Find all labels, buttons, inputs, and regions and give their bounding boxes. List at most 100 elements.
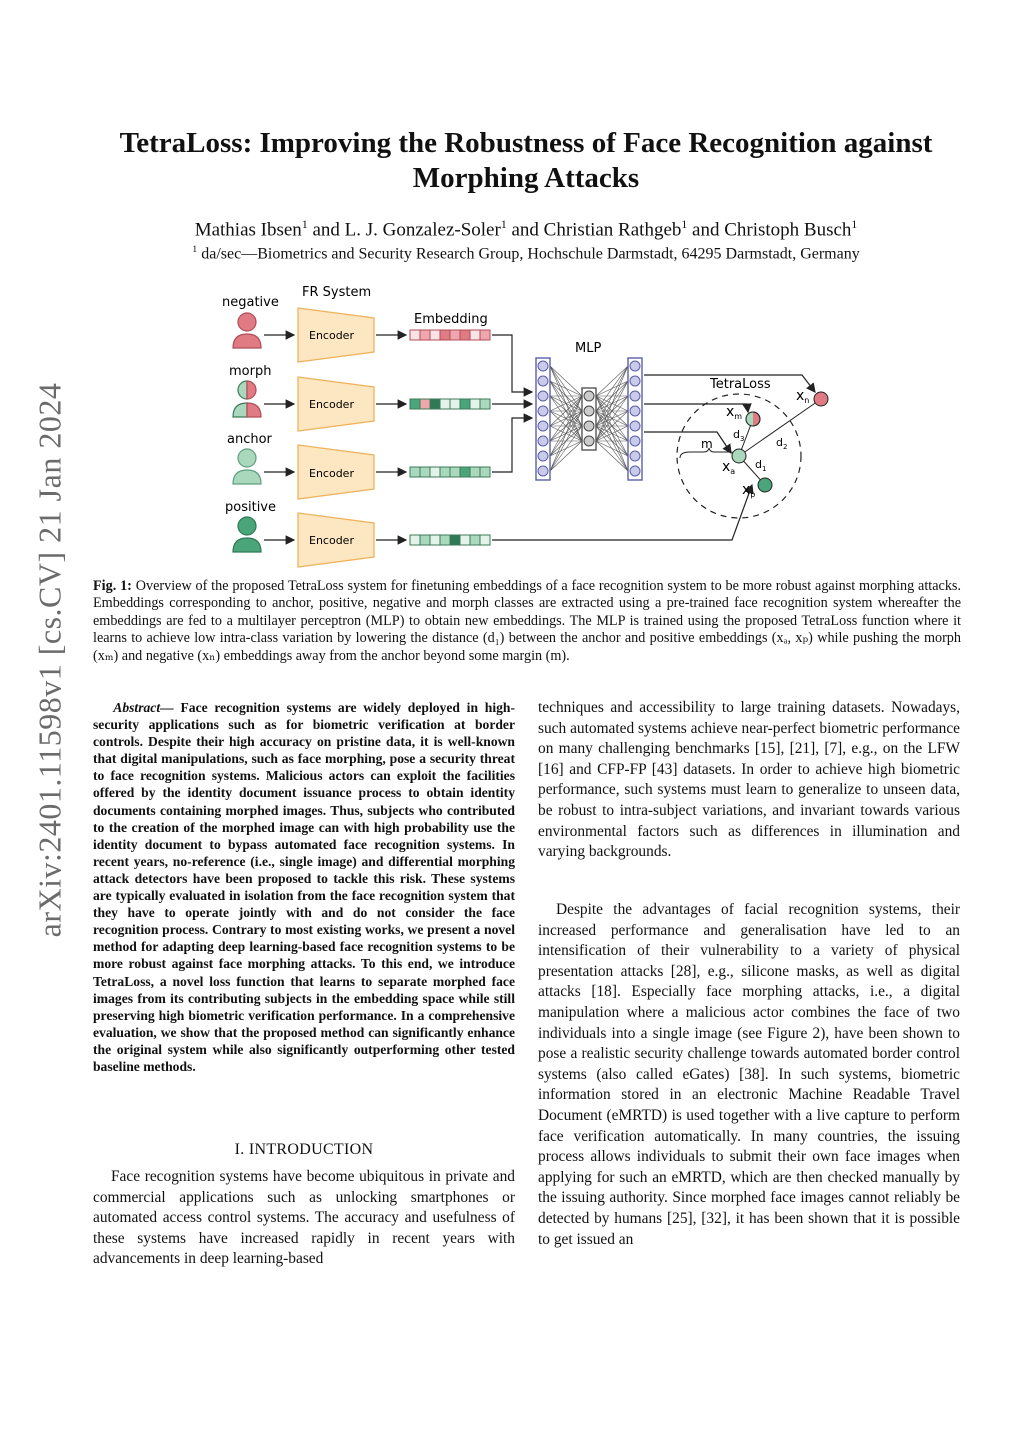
introduction-paragraph-1-continued: techniques and accessibility to large tr… bbox=[538, 699, 960, 861]
embedding-cell bbox=[419, 398, 431, 410]
section-heading-introduction: I. INTRODUCTION bbox=[234, 1141, 374, 1158]
affiliation: 1 da/sec—Biometrics and Security Researc… bbox=[90, 244, 962, 263]
margin-circle bbox=[676, 393, 802, 519]
figure-caption: Fig. 1: Overview of the proposed TetraLo… bbox=[93, 578, 961, 665]
mlp-label: MLP bbox=[575, 341, 601, 356]
embedding-cell bbox=[439, 398, 451, 410]
arxiv-identifier: arXiv:2401.11598v1 [cs.CV] 21 Jan 2024 bbox=[31, 382, 68, 938]
embedding-cell bbox=[449, 398, 461, 410]
mlp-output-node bbox=[629, 405, 641, 417]
mlp-output-node bbox=[629, 435, 641, 447]
mlp-hidden-node bbox=[583, 420, 595, 432]
encoder-anchor bbox=[297, 444, 375, 500]
mlp-output-node bbox=[629, 420, 641, 432]
anchor-label: anchor bbox=[227, 432, 273, 447]
embedding-cell bbox=[479, 466, 491, 478]
embedding-cell bbox=[409, 534, 421, 546]
author-name: Christoph Busch bbox=[724, 219, 852, 241]
negative-label: negative bbox=[222, 295, 279, 310]
embedding-cell bbox=[419, 329, 431, 341]
mlp-output-node bbox=[629, 450, 641, 462]
embedding-cell bbox=[469, 534, 481, 546]
affiliation-mark: 1 bbox=[681, 218, 688, 231]
embedding-label: Embedding bbox=[414, 312, 488, 327]
mlp-input-node bbox=[537, 390, 549, 402]
embedding-morph bbox=[409, 398, 491, 410]
embedding-cell bbox=[479, 534, 491, 546]
embedding-cell bbox=[419, 466, 431, 478]
negative-embedding-point bbox=[813, 391, 829, 407]
mlp-input-layer bbox=[535, 357, 551, 481]
mlp-hidden-node bbox=[583, 405, 595, 417]
introduction-paragraph-1: Face recognition systems have become ubi… bbox=[93, 1168, 515, 1268]
affiliation-text: da/sec—Biometrics and Security Research … bbox=[201, 245, 860, 263]
embedding-negative bbox=[409, 329, 491, 341]
embedding-cell bbox=[459, 466, 471, 478]
embedding-cell bbox=[469, 398, 481, 410]
affiliation-mark: 1 bbox=[500, 218, 507, 231]
mlp-input-node bbox=[537, 360, 549, 372]
embedding-cell bbox=[409, 466, 421, 478]
mlp-hidden-layer bbox=[581, 387, 597, 451]
margin-symbol: m bbox=[701, 437, 713, 451]
positive-label: positive bbox=[225, 500, 276, 515]
d3-symbol: d3 bbox=[733, 428, 744, 443]
mlp-input-node bbox=[537, 465, 549, 477]
embedding-cell bbox=[479, 329, 491, 341]
author-separator: and bbox=[312, 219, 340, 241]
figure-caption-label: Fig. 1: bbox=[93, 578, 132, 594]
embedding-cell bbox=[419, 534, 431, 546]
mlp-output-layer bbox=[627, 357, 643, 481]
mlp-input-node bbox=[537, 450, 549, 462]
embedding-cell bbox=[429, 329, 441, 341]
figure-caption-text: Overview of the proposed TetraLoss syste… bbox=[93, 578, 961, 664]
arxiv-sidebar: arXiv:2401.11598v1 [cs.CV] 21 Jan 2024 bbox=[10, 240, 90, 1080]
encoder-morph bbox=[297, 376, 375, 432]
affiliation-mark: 1 bbox=[301, 218, 308, 231]
embedding-cell bbox=[409, 329, 421, 341]
author-separator: and bbox=[692, 219, 720, 241]
abstract-text: Face recognition systems are widely depl… bbox=[93, 700, 515, 1074]
mlp-hidden-node bbox=[583, 390, 595, 402]
positive-embedding-point bbox=[757, 477, 773, 493]
embedding-cell bbox=[459, 534, 471, 546]
encoder-negative bbox=[297, 307, 375, 363]
mlp-output-node bbox=[629, 375, 641, 387]
tetraloss-label: TetraLoss bbox=[709, 377, 771, 392]
figure-tetraloss-overview: FR System Embedding MLP negative morph a… bbox=[212, 280, 852, 570]
author-list: Mathias Ibsen1 and L. J. Gonzalez-Soler1… bbox=[90, 218, 962, 241]
morph-embedding-point-left bbox=[746, 412, 753, 426]
embedding-cell bbox=[469, 329, 481, 341]
encoder-label: Encoder bbox=[309, 534, 354, 547]
figure-diagram: FR System Embedding MLP negative morph a… bbox=[222, 285, 829, 568]
embedding-cell bbox=[429, 398, 441, 410]
embedding-cell bbox=[449, 466, 461, 478]
embedding-cell bbox=[449, 329, 461, 341]
mlp-input-node bbox=[537, 375, 549, 387]
embedding-cell bbox=[439, 534, 451, 546]
anchor-embedding-point bbox=[731, 448, 747, 464]
embedding-cell bbox=[449, 534, 461, 546]
mlp-output-node bbox=[629, 465, 641, 477]
fr-system-label: FR System bbox=[302, 285, 371, 300]
embedding-positive bbox=[409, 534, 491, 546]
positive-person-icon bbox=[232, 516, 262, 553]
embedding-cell bbox=[409, 398, 421, 410]
abstract: Abstract— Face recognition systems are w… bbox=[93, 699, 515, 1075]
mlp-hidden-node bbox=[583, 435, 595, 447]
morph-label: morph bbox=[229, 364, 271, 379]
affiliation-mark: 1 bbox=[851, 218, 858, 231]
embedding-cell bbox=[439, 329, 451, 341]
encoder-label: Encoder bbox=[309, 467, 354, 480]
author-name: L. J. Gonzalez-Soler bbox=[344, 219, 501, 241]
paper-title: TetraLoss: Improving the Robustness of F… bbox=[119, 127, 933, 194]
morph-person-icon bbox=[232, 380, 262, 418]
embedding-cell bbox=[479, 398, 491, 410]
anchor-person-icon bbox=[232, 448, 262, 485]
mlp-input-node bbox=[537, 420, 549, 432]
xa-symbol: xa bbox=[722, 459, 735, 476]
encoder-positive bbox=[297, 512, 375, 568]
negative-person-icon bbox=[232, 312, 262, 349]
d1-symbol: d1 bbox=[755, 458, 766, 473]
embedding-cell bbox=[429, 466, 441, 478]
